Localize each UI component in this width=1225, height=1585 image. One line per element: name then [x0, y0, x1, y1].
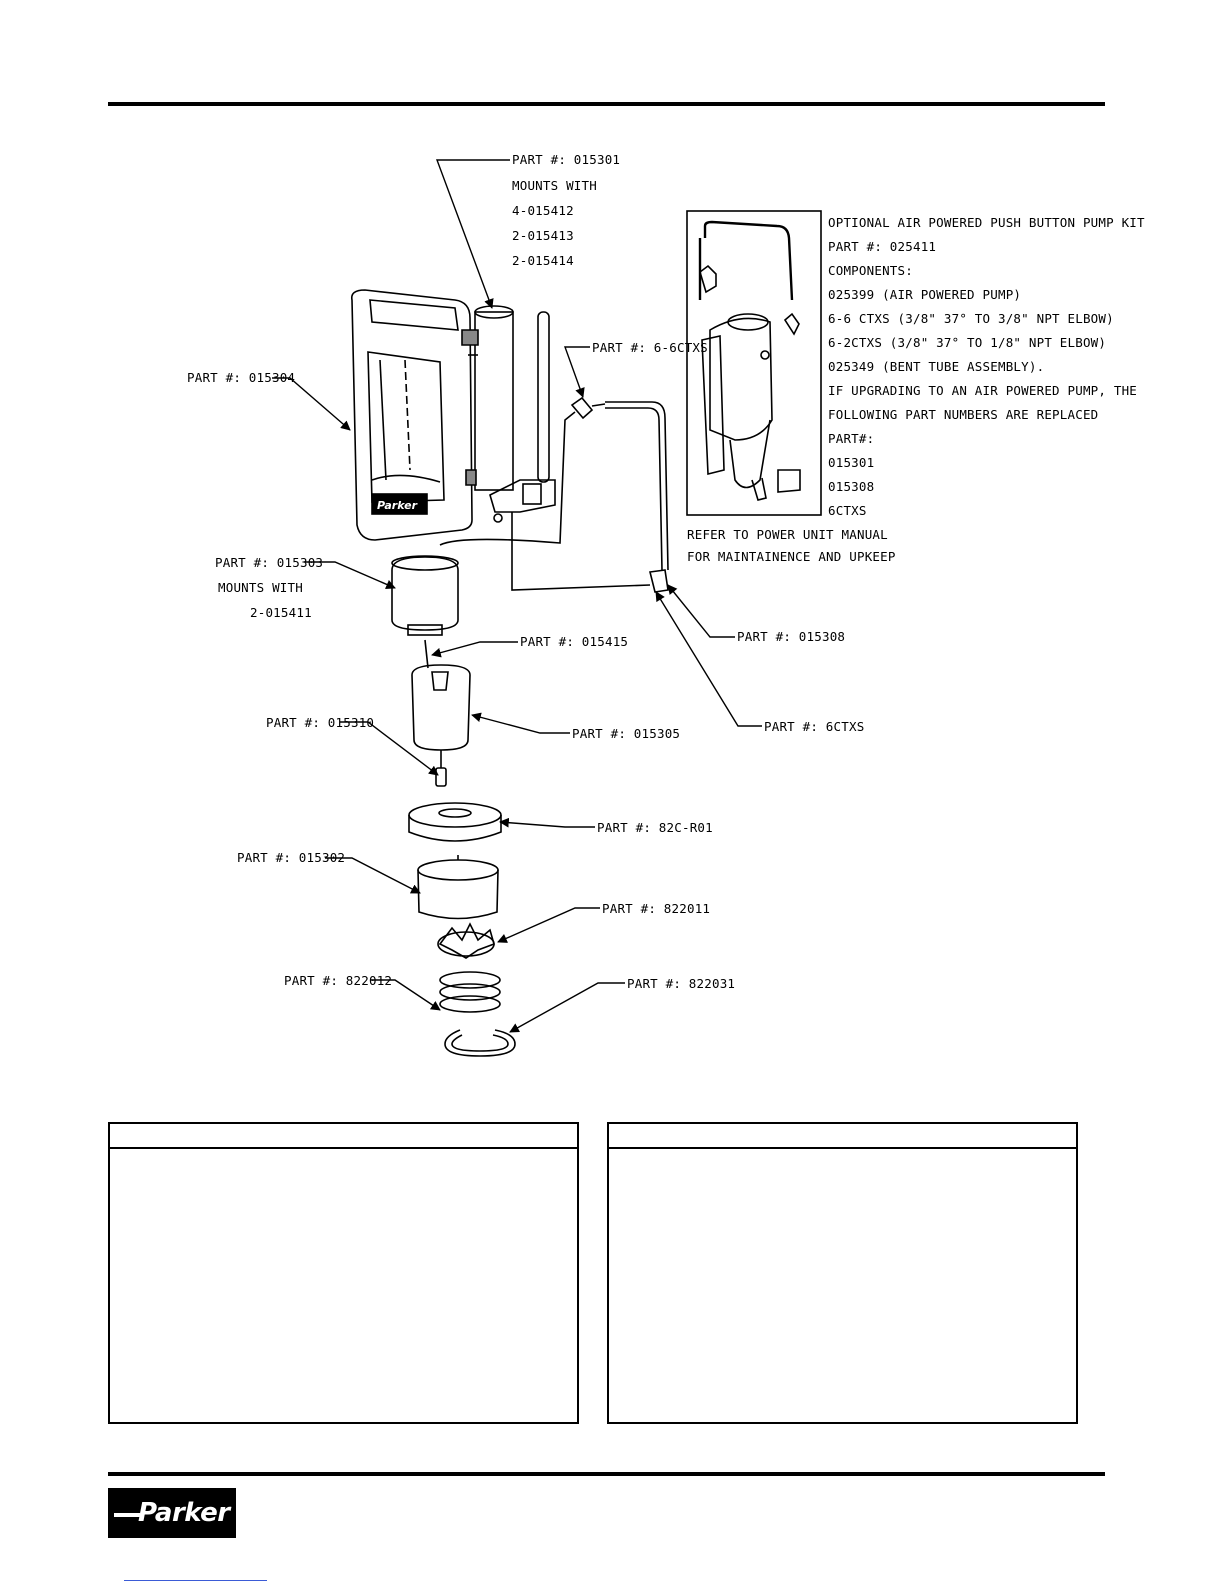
- callout-015304: PART #: 015304: [187, 370, 295, 385]
- leader-015310: [340, 721, 439, 776]
- leader-82c-r01: [499, 817, 595, 828]
- callout-015308: PART #: 015308: [737, 629, 845, 644]
- head-015303-drawing: [391, 555, 459, 636]
- spring-822012-drawing: [439, 971, 501, 1013]
- svg-text:4-015412: 4-015412: [512, 203, 574, 218]
- callout-82c-r01: PART #: 82C-R01: [597, 820, 713, 835]
- svg-text:6-2CTXS (3/8" 37° TO 1/8" NPT: 6-2CTXS (3/8" 37° TO 1/8" NPT ELBOW): [828, 335, 1106, 350]
- svg-text:OPTIONAL AIR POWERED PUSH BUTT: OPTIONAL AIR POWERED PUSH BUTTON PUMP KI…: [828, 215, 1145, 230]
- parker-logo: Parker: [108, 1488, 236, 1538]
- svg-text:MOUNTS WITH: MOUNTS WITH: [218, 580, 303, 595]
- callout-822012: PART #: 822012: [284, 973, 392, 988]
- svg-text:015301: 015301: [828, 455, 874, 470]
- callout-015301: PART #: 015301 MOUNTS WITH 4-015412 2-01…: [512, 152, 620, 268]
- kit-inset-box: [686, 210, 822, 516]
- leader-015303: [305, 561, 396, 589]
- leader-015308: [667, 584, 735, 638]
- housing-015304-drawing: Parker: [350, 289, 473, 541]
- header-rule: [108, 102, 1105, 106]
- washer-822011-drawing: [437, 922, 495, 959]
- leader-822012: [370, 979, 441, 1011]
- svg-text:PART #: 025411: PART #: 025411: [828, 239, 936, 254]
- callout-015310: PART #: 015310: [266, 715, 374, 730]
- callout-6ctxs: PART #: 6CTXS: [764, 719, 864, 734]
- kit-note: OPTIONAL AIR POWERED PUSH BUTTON PUMP KI…: [828, 215, 1145, 518]
- callout-015305: PART #: 015305: [572, 726, 680, 741]
- callout-6-6ctxs: PART #: 6-6CTXS: [592, 340, 708, 355]
- leader-015301: [435, 159, 510, 309]
- svg-text:COMPONENTS:: COMPONENTS:: [828, 263, 913, 278]
- leader-015302: [325, 857, 421, 894]
- callout-822011: PART #: 822011: [602, 901, 710, 916]
- svg-text:2-015414: 2-015414: [512, 253, 574, 268]
- svg-text:Parker: Parker: [377, 499, 418, 512]
- svg-text:REFER TO POWER UNIT MANUAL: REFER TO POWER UNIT MANUAL: [687, 527, 888, 542]
- callout-015415: PART #: 015415: [520, 634, 628, 649]
- pin-015415-drawing: [424, 639, 429, 669]
- parts-panel-right-header: [609, 1124, 1076, 1149]
- svg-text:025349 (BENT TUBE ASSEMBLY).: 025349 (BENT TUBE ASSEMBLY).: [828, 359, 1044, 374]
- cylinder-015301-drawing: [461, 305, 514, 491]
- svg-text:FOR MAINTAINENCE AND UPKEEP: FOR MAINTAINENCE AND UPKEEP: [687, 549, 896, 564]
- leader-6ctxs: [655, 591, 762, 727]
- svg-text:PART#:: PART#:: [828, 431, 874, 446]
- svg-text:025399 (AIR POWERED PUMP): 025399 (AIR POWERED PUMP): [828, 287, 1021, 302]
- ring-82c-r01-drawing: [408, 802, 502, 842]
- leader-822031: [509, 982, 625, 1033]
- tubing-drawing: [439, 396, 669, 593]
- leader-015305: [471, 712, 570, 734]
- cage-015305-drawing: [411, 664, 471, 751]
- svg-text:2-015411: 2-015411: [250, 605, 312, 620]
- parker-logo-text: Parker: [138, 1498, 230, 1528]
- svg-text:MOUNTS WITH: MOUNTS WITH: [512, 178, 597, 193]
- callout-015302: PART #: 015302: [237, 850, 345, 865]
- svg-text:6CTXS: 6CTXS: [828, 503, 867, 518]
- footer-link-underline[interactable]: [124, 1580, 267, 1581]
- svg-text:FOLLOWING PART NUMBERS ARE REP: FOLLOWING PART NUMBERS ARE REPLACED: [828, 407, 1098, 422]
- parts-panel-left-header: [110, 1124, 577, 1149]
- refer-note: REFER TO POWER UNIT MANUAL FOR MAINTAINE…: [687, 527, 896, 564]
- leader-822011: [497, 907, 600, 943]
- parts-panel-left: [108, 1122, 579, 1424]
- snap-ring-822031-drawing: [444, 1029, 516, 1057]
- svg-text:PART #: 015303: PART #: 015303: [215, 555, 323, 570]
- logo-bar: [114, 1513, 140, 1517]
- callout-015303: PART #: 015303 MOUNTS WITH 2-015411: [215, 555, 323, 620]
- parts-panel-right: [607, 1122, 1078, 1424]
- svg-text:IF UPGRADING TO AN AIR POWERED: IF UPGRADING TO AN AIR POWERED PUMP, THE: [828, 383, 1137, 398]
- screw-015310-drawing: [435, 750, 447, 787]
- svg-text:2-015413: 2-015413: [512, 228, 574, 243]
- svg-text:015308: 015308: [828, 479, 874, 494]
- sleeve-015302-drawing: [417, 855, 499, 920]
- exploded-parts-diagram: Parker: [187, 152, 1145, 1057]
- pump-handle-drawing: [489, 311, 556, 523]
- footer-rule: [108, 1472, 1105, 1476]
- leader-015415: [431, 641, 518, 658]
- leader-015304: [272, 377, 351, 431]
- leader-6-6ctxs: [564, 346, 590, 398]
- svg-text:PART #: 015301: PART #: 015301: [512, 152, 620, 167]
- svg-text:6-6 CTXS (3/8" 37° TO 3/8" NPT: 6-6 CTXS (3/8" 37° TO 3/8" NPT ELBOW): [828, 311, 1114, 326]
- callout-822031: PART #: 822031: [627, 976, 735, 991]
